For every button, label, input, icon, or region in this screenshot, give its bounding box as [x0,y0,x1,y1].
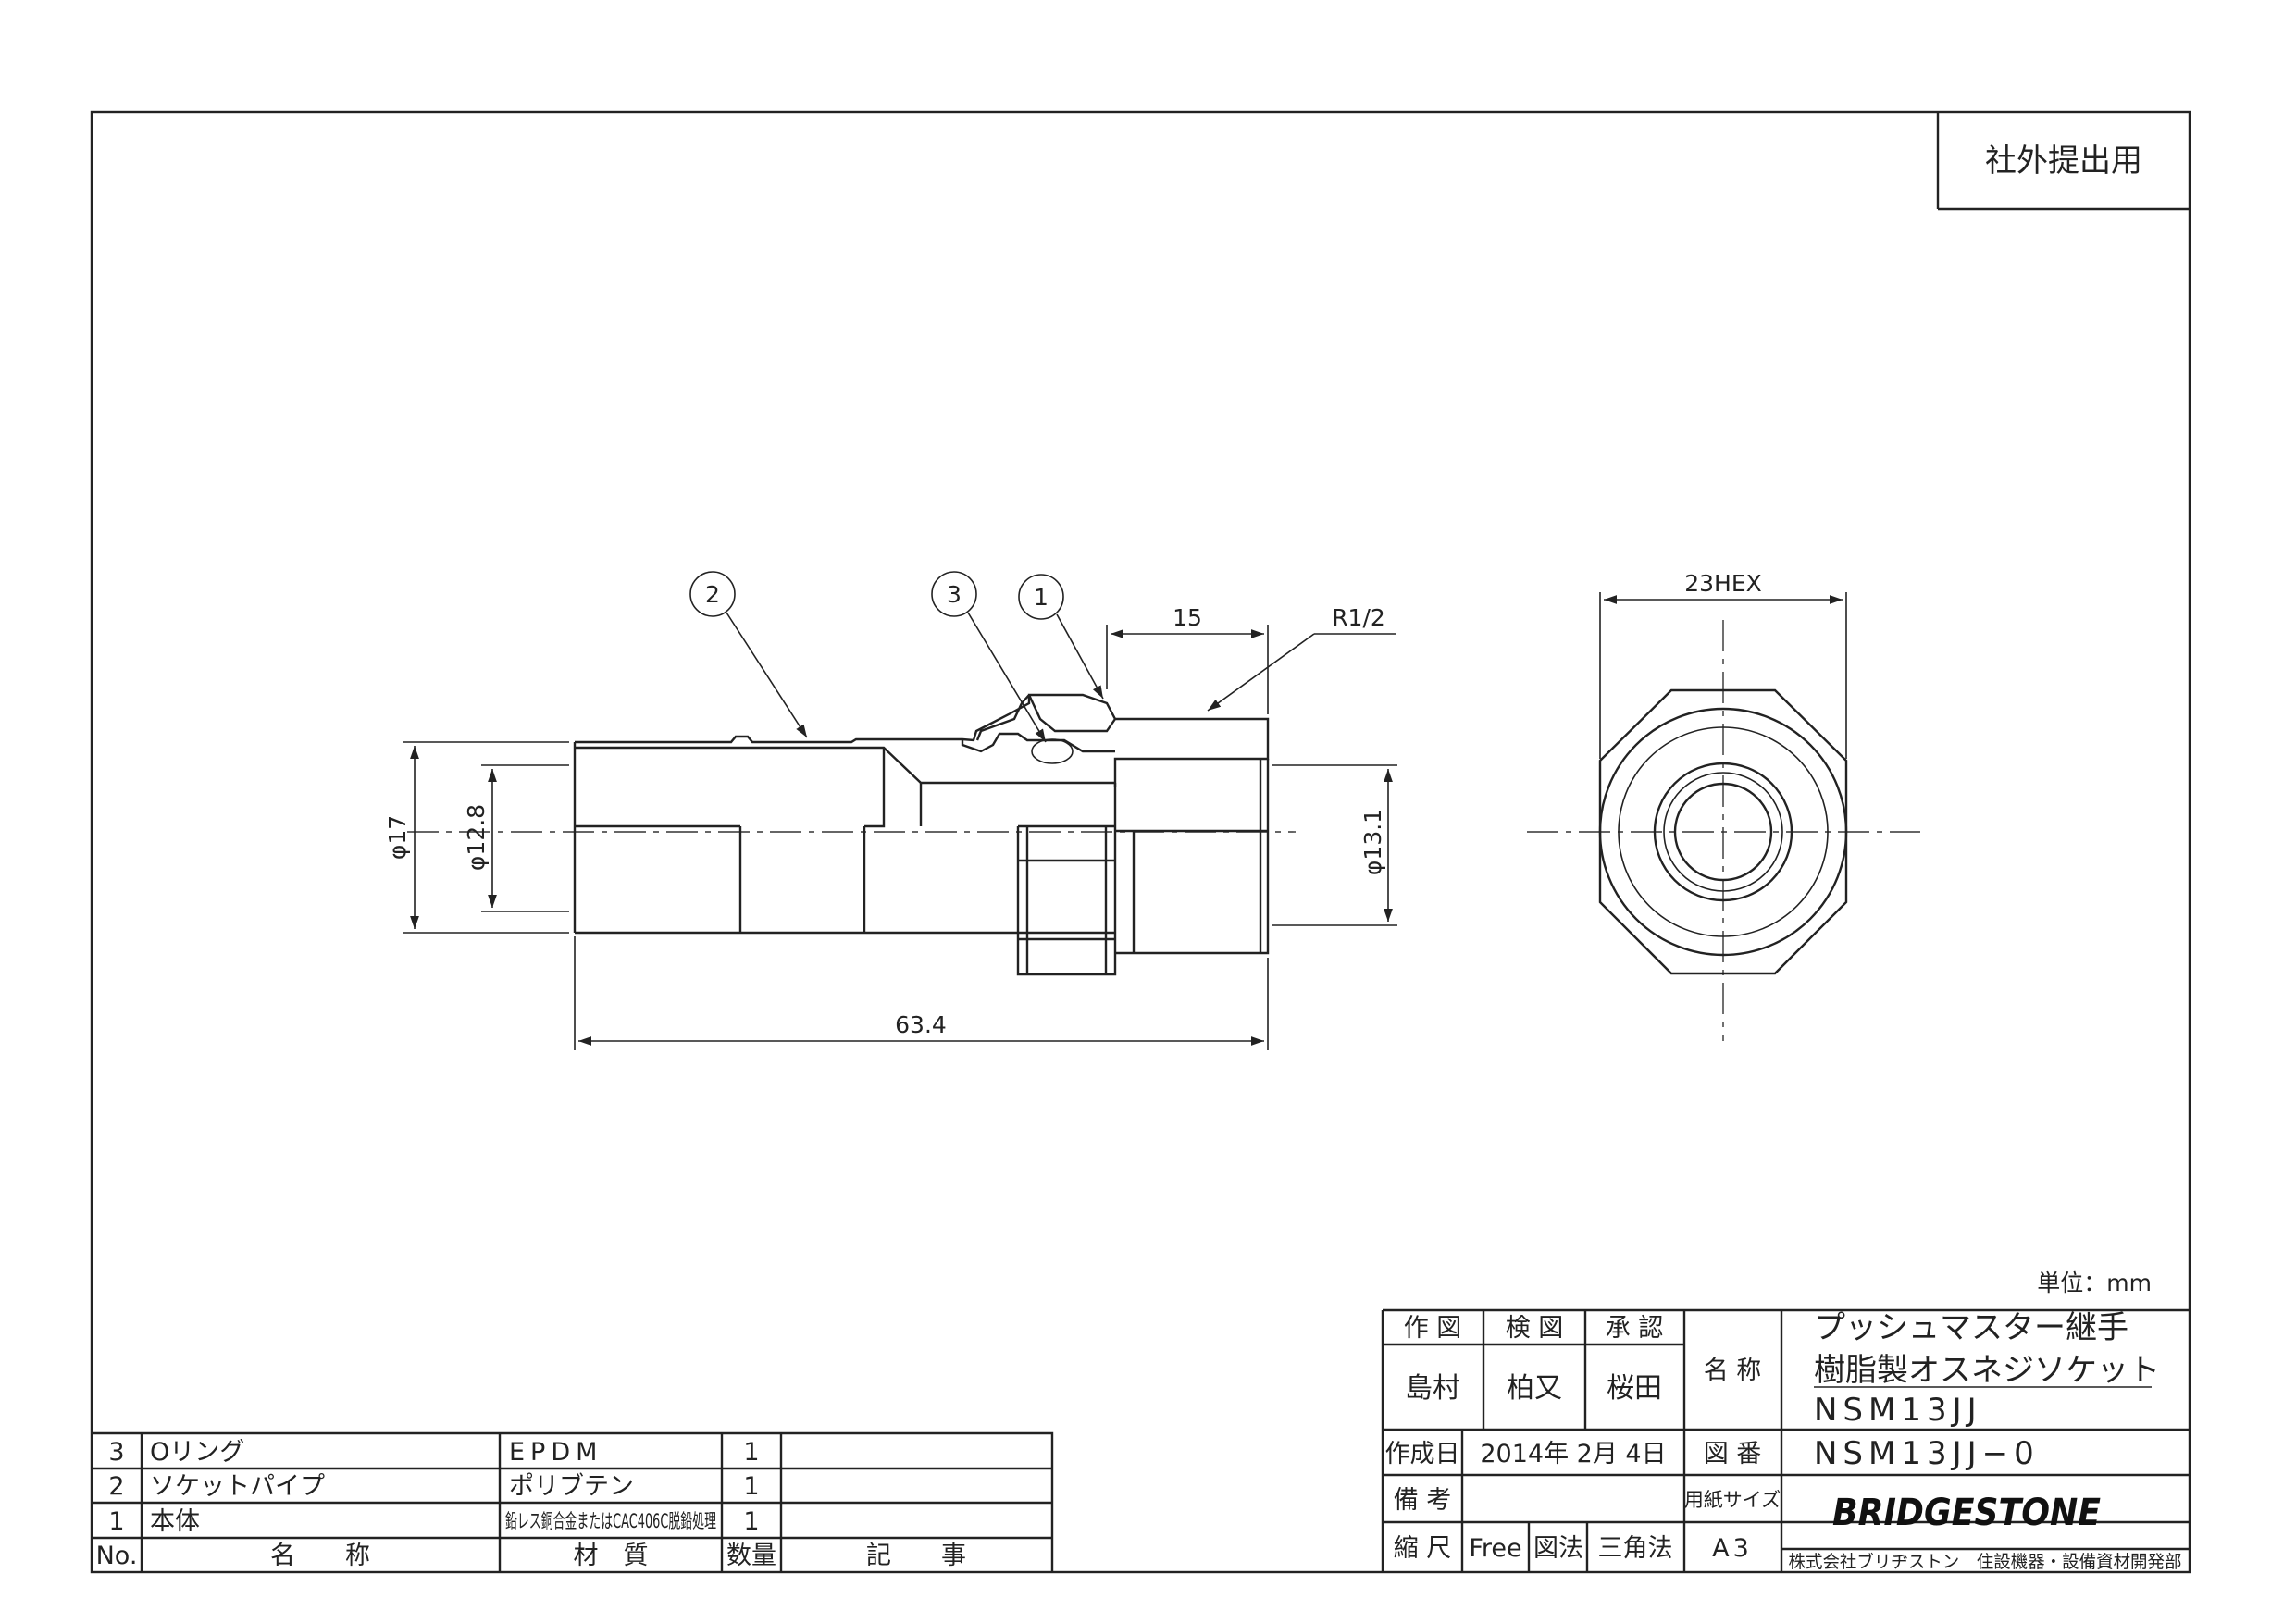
balloon-3: 3 [931,571,1047,743]
part-row-1-qty: 1 [743,1507,759,1536]
part-row-3-name: Oリング [150,1438,244,1467]
created-date: 2014年 2月 4日 [1480,1440,1666,1468]
parts-header-material: 材 質 [574,1542,649,1570]
part-row-1-name: 本体 [150,1507,200,1536]
balloon-1: 1 [1018,574,1104,700]
parts-list: 3 Oリング EPDM 1 2 ソケットパイプ ポリブテン 1 1 本体 鉛レス… [92,1431,1054,1572]
part-row-1-material: 鉛レス銅合金またはCAC406C脱鉛処理 [505,1510,716,1532]
company-name: 株式会社ブリヂストン 住設機器・設備資材開発部 [1789,1551,2182,1572]
drawing-no-label: 図 番 [1704,1440,1762,1468]
parts-header-no: No. [96,1542,138,1570]
part-row-3-no: 3 [108,1438,124,1467]
hex-chamfer-circle [1598,707,1848,957]
paper-size-label: 用紙サイズ [1684,1489,1781,1511]
approved-by: 桜田 [1607,1372,1662,1405]
part-row-3-material: EPDM [509,1438,602,1467]
stamp-label: 社外提出用 [1985,142,2142,180]
dim-d131: φ13.1 [1359,809,1386,875]
approved-label: 承 認 [1606,1314,1664,1343]
side-upper-outline [573,693,1270,933]
scale-label: 縮 尺 [1394,1534,1452,1563]
parts-header-qty: 数量 [726,1542,776,1570]
svg-text:1: 1 [1034,584,1049,611]
dim-23hex: 23HEX [1684,570,1762,597]
bridgestone-logo: BRIDGESTONE [1832,1492,2101,1534]
hex-outline [1598,688,1848,975]
side-lower-outline [575,748,1270,976]
o-ring-section [1031,738,1074,764]
unit-label: 単位：mm [2037,1270,2152,1296]
checked-label: 検 図 [1506,1314,1564,1343]
part-row-2-material: ポリブテン [509,1472,634,1501]
product-name-line2: 樹脂製オスネジソケット [1814,1352,2160,1389]
projection-label: 図法 [1533,1534,1583,1563]
drawn-label: 作 図 [1404,1314,1462,1343]
projection-value: 三角法 [1598,1534,1673,1563]
part-row-2-no: 2 [108,1472,124,1501]
end-view: 23HEX [1527,570,1920,1041]
external-submission-stamp: 社外提出用 [1936,112,2190,211]
dim-d128: φ12.8 [463,804,490,871]
name-label: 名 称 [1704,1357,1762,1385]
scale-value: Free [1469,1534,1521,1563]
dim-thread-r12: R1/2 [1332,604,1385,631]
remarks-label: 備 考 [1394,1486,1452,1515]
paper-size-value: A3 [1712,1534,1753,1563]
part-row-2-name: ソケットパイプ [150,1472,325,1501]
product-name-line3: NSM13JJ [1814,1392,1982,1429]
drawing-number: NSM13JJ−0 [1814,1435,2040,1472]
part-row-3-qty: 1 [743,1438,759,1467]
created-label: 作成日 [1385,1440,1460,1468]
dim-thread-length-15: 15 [1173,604,1202,631]
drawn-by: 島村 [1405,1372,1460,1405]
product-name-line1: プッシュマスター継手 [1814,1309,2128,1346]
dim-d17: φ17 [384,815,411,860]
bore-circle [1673,782,1773,882]
part-row-1-no: 1 [108,1507,124,1536]
balloon-2: 2 [689,571,808,738]
parts-header-name: 名 称 [270,1542,370,1570]
drawing-border [90,110,2191,1574]
svg-text:3: 3 [947,581,962,608]
title-block: 作 図 検 図 承 認 島村 柏又 桜田 名 称 プッシュマスター継手 樹脂製オ… [1381,1308,2190,1572]
dim-length-634: 63.4 [895,1011,947,1038]
side-view: φ17 φ12.8 φ13.1 63.4 15 R1/2 2 [384,571,1397,1050]
part-row-2-qty: 1 [743,1472,759,1501]
checked-by: 柏又 [1507,1372,1562,1405]
svg-text:2: 2 [705,581,720,608]
parts-header-notes: 記 事 [866,1542,966,1570]
